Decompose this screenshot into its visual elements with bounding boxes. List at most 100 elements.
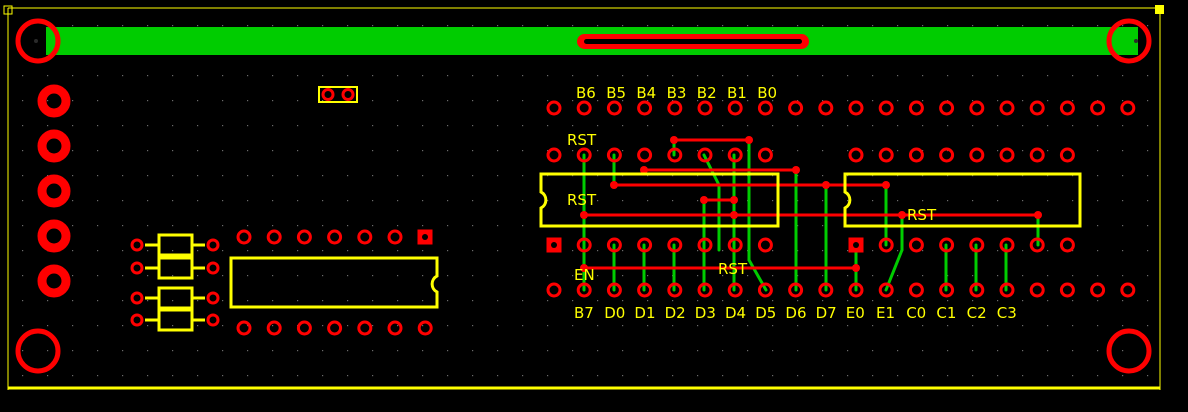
pad-left-ic-bottom	[327, 320, 343, 336]
label-bottom-pin: E0	[846, 304, 865, 322]
label-en: EN	[574, 266, 595, 284]
pad-bottom-row	[999, 282, 1015, 298]
connector-pad	[37, 174, 71, 208]
pad-ic2-top	[999, 147, 1015, 163]
label-bottom-pin: E1	[876, 304, 895, 322]
pad-bottom-row	[848, 282, 864, 298]
pad-ic1-bottom	[757, 237, 773, 253]
pad-left-ic-top	[266, 229, 282, 245]
label-bottom-pin: C1	[936, 304, 956, 322]
mounting-hole-top-right	[1106, 18, 1152, 64]
connector-pad	[37, 219, 71, 253]
pad-bottom-row	[1090, 282, 1106, 298]
pad-ic1-top	[606, 147, 622, 163]
ic-outline-right	[843, 172, 1082, 228]
smd-parts	[130, 233, 220, 332]
pad-bottom-row	[939, 282, 955, 298]
pad-top-row	[667, 100, 683, 116]
pad-bottom-row	[576, 282, 592, 298]
pad-ic1-top	[667, 147, 683, 163]
pad-bottom-row	[818, 282, 834, 298]
pad-bottom-row	[969, 282, 985, 298]
pad-left-ic-top	[327, 229, 343, 245]
pad-ic2-bottom	[1029, 237, 1045, 253]
pad-top-row	[1120, 100, 1136, 116]
pad-ic1-bottom	[667, 237, 683, 253]
label-top-pin: B0	[757, 84, 777, 102]
mounting-hole-bottom-right	[1106, 328, 1152, 374]
pad-ic1-top	[546, 147, 562, 163]
ic-outline-middle	[539, 172, 780, 228]
pad-ic2-top	[1029, 147, 1045, 163]
pad-top-row	[1090, 100, 1106, 116]
pad-left-ic-top	[236, 229, 252, 245]
pad-left-ic-top	[387, 229, 403, 245]
board-outline	[3, 5, 1164, 390]
pad-bottom-row	[727, 282, 743, 298]
label-bottom-pin: D2	[665, 304, 686, 322]
pad-left-ic-bottom	[387, 320, 403, 336]
pad-bottom-row	[697, 282, 713, 298]
pad-top-row	[908, 100, 924, 116]
pad-ic2-top	[969, 147, 985, 163]
pad-bottom-row	[908, 282, 924, 298]
label-bottom-pin: C3	[997, 304, 1017, 322]
label-top-pin: B3	[667, 84, 687, 102]
pad-left-ic-bottom	[296, 320, 312, 336]
pad-ic1-bottom	[637, 237, 653, 253]
pad-left-ic-bottom	[417, 320, 433, 336]
pad-top-row	[848, 100, 864, 116]
label-bottom-pin: B7	[574, 304, 594, 322]
pad-ic2-bottom	[878, 237, 894, 253]
smd-component	[157, 308, 194, 332]
pad-ic2-top	[939, 147, 955, 163]
pad-bottom-row	[667, 282, 683, 298]
pad-ic2-top	[848, 147, 864, 163]
pad-left-ic-bottom	[266, 320, 282, 336]
pad-bottom-row	[788, 282, 804, 298]
pad-top-row	[818, 100, 834, 116]
left-connector-pads	[37, 84, 71, 298]
label-bottom-pin: D6	[785, 304, 806, 322]
pads	[236, 100, 1136, 336]
mounting-hole-bottom-left	[15, 328, 61, 374]
pad-ic1-top	[697, 147, 713, 163]
pad-top-row	[939, 100, 955, 116]
pad-ic2-bottom	[999, 237, 1015, 253]
pad-top-row	[697, 100, 713, 116]
smd-component	[157, 233, 194, 257]
label-rst-top: RST	[567, 131, 597, 149]
pad-ic1-top	[727, 147, 743, 163]
pad-ic1-top	[576, 147, 592, 163]
mounting-holes	[15, 18, 1152, 374]
pad-bottom-row	[637, 282, 653, 298]
label-rst-ic2: RST	[907, 206, 937, 224]
pad-ic1-bottom	[576, 237, 592, 253]
pad-ic2-top	[1059, 147, 1075, 163]
pad-ic2-bottom	[939, 237, 955, 253]
pad-top-row	[969, 100, 985, 116]
pad-top-row	[878, 100, 894, 116]
label-bottom-pin: D7	[816, 304, 837, 322]
label-bottom-pin: D4	[725, 304, 746, 322]
pad-top-row	[546, 100, 562, 116]
pad-top-row	[606, 100, 622, 116]
connector-pad	[37, 264, 71, 298]
red-slot-hole	[584, 39, 802, 44]
pad-left-ic-top	[296, 229, 312, 245]
pad-bottom-row	[757, 282, 773, 298]
pad-left-ic-bottom	[357, 320, 373, 336]
pad-ic1-top	[757, 147, 773, 163]
connector-pad	[37, 84, 71, 118]
label-rst-bottom: RST	[718, 260, 748, 278]
label-rst-ic1: RST	[567, 191, 597, 209]
pad-bottom-row	[878, 282, 894, 298]
smd-component	[157, 286, 194, 310]
pad-ic2-bottom	[908, 237, 924, 253]
pad-bottom-row	[1029, 282, 1045, 298]
mounting-hole-top-left	[15, 18, 61, 64]
pad-ic1-bottom	[727, 237, 743, 253]
